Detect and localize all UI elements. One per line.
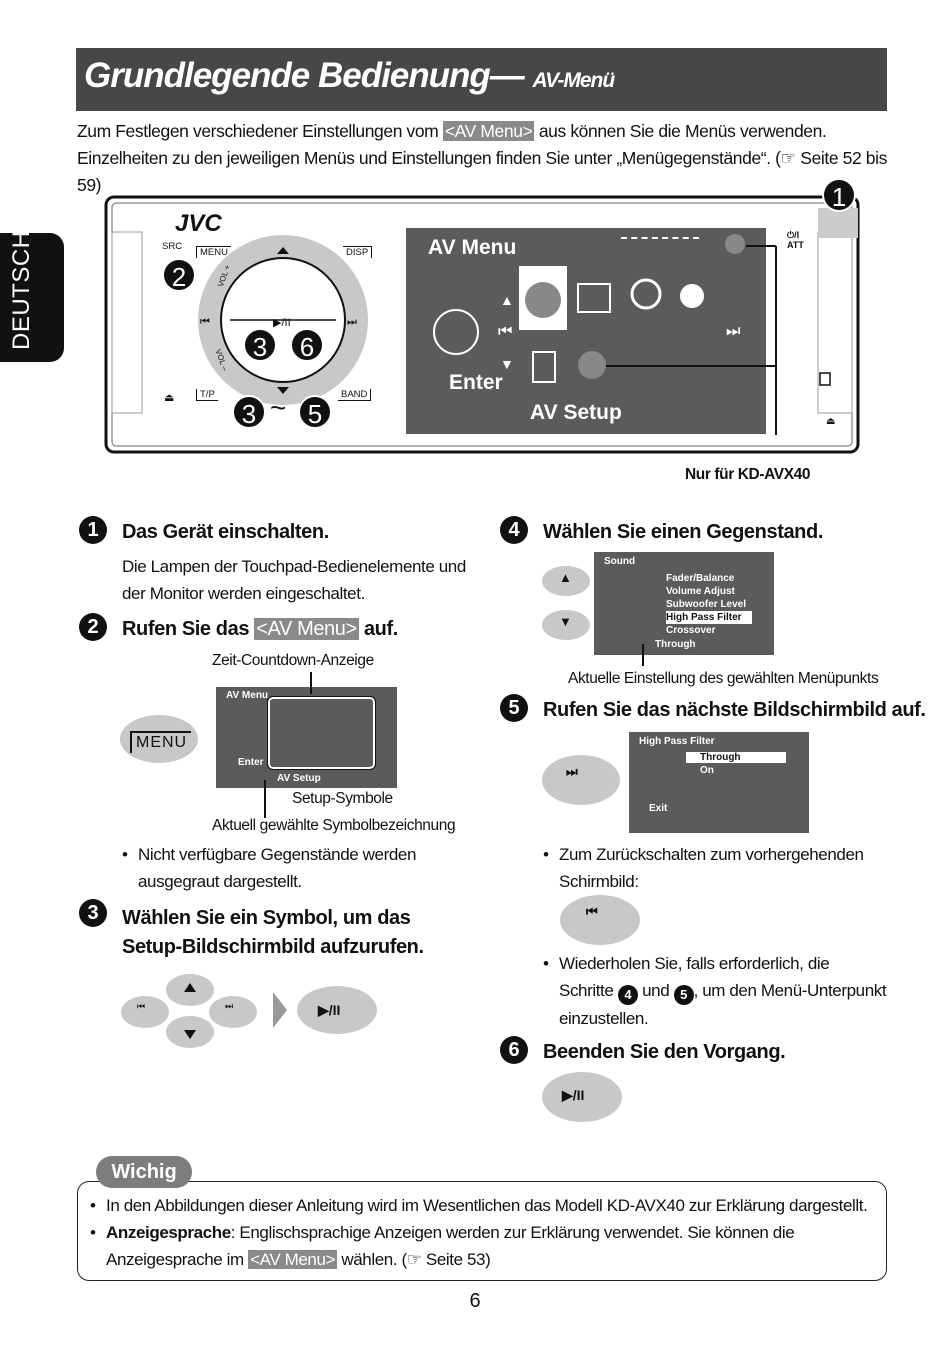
important-note-label: Wichig — [96, 1156, 192, 1188]
language-side-tab — [0, 233, 64, 362]
step-6-play-pause-button — [542, 1072, 622, 1122]
step-5-bullet-2: • Wiederholen Sie, falls erforderlich, d… — [543, 954, 887, 1028]
step-4-number: 4 — [500, 516, 528, 544]
step-2-lcd — [216, 687, 397, 788]
countdown-leader — [310, 672, 312, 694]
intro-paragraph: Zum Festlegen verschiedener Einstellunge… — [77, 118, 897, 199]
important-note-box — [77, 1181, 887, 1281]
step-5-bullet-1: • Zum Zurückschalten zum vorhergehenden … — [543, 845, 864, 891]
step-4-title: Wählen Sie einen Gegenstand. — [543, 521, 823, 543]
up-arrow-icon — [277, 247, 289, 254]
step-2-lcd-enter: Enter — [238, 757, 264, 768]
step-5-next-icon: ⏭ — [566, 764, 578, 779]
step-3-buttons-figure — [121, 974, 377, 1048]
step-4-up-button — [542, 566, 590, 596]
next-icon[interactable]: ⏭ — [347, 316, 357, 328]
step-2-title: Rufen Sie das <AV Menu> auf. — [122, 618, 398, 640]
current-leader — [264, 780, 266, 818]
model-note: Nur für KD-AVX40 — [685, 466, 811, 483]
step-4-down-button — [542, 610, 590, 640]
title-text: Grundlegende Bedienung— — [84, 56, 525, 95]
step-1-text: Die Lampen der Touchpad-Bedienelemente u… — [122, 557, 466, 603]
countdown-bar — [621, 237, 699, 241]
language-label: DEUTSCH — [8, 230, 35, 350]
callout-3a: 3 — [243, 328, 277, 362]
step-2-number: 2 — [79, 613, 107, 641]
step-3-title: Wählen Sie ein Symbol, um das Setup-Bild… — [122, 907, 424, 958]
step-4-lcd-items: Fader/Balance Volume Adjust Subwoofer Le… — [666, 572, 752, 637]
step-3-next-icon: ⏭ — [225, 1001, 234, 1011]
step-5-lcd-exit: Exit — [649, 803, 668, 814]
page-title: Grundlegende Bedienung— AV-Menü — [84, 56, 616, 96]
lcd-title: AV Menu — [428, 236, 517, 259]
down-arrow-icon — [277, 387, 289, 394]
step-4-lcd — [594, 552, 774, 655]
step-5-lcd-option-2: On — [700, 765, 714, 776]
current-symbol-caption: Aktuell gewählte Symbolbezeichnung — [212, 817, 456, 834]
step-6-number: 6 — [500, 1036, 528, 1064]
callout-2: 2 — [162, 258, 196, 292]
step-5-prev-icon: ⏮ — [586, 904, 598, 919]
intro-text-1: Zum Festlegen verschiedener Einstellunge… — [77, 121, 439, 141]
page-number: 6 — [469, 1290, 481, 1312]
step-3-number: 3 — [79, 899, 107, 927]
step-5-lcd-title: High Pass Filter — [639, 736, 715, 747]
lcd-next-icon: ⏭ — [726, 323, 741, 340]
setup-symbols-frame — [267, 696, 376, 770]
lcd-down-icon: ▼ — [500, 356, 514, 372]
lcd-prev-icon: ⏮ — [498, 323, 513, 340]
step-1-number: 1 — [79, 516, 107, 544]
lcd-up-icon: ▲ — [500, 292, 514, 308]
callout-tilde: ~ — [270, 392, 287, 423]
step-4-lcd-title: Sound — [604, 556, 636, 567]
lcd-screen — [406, 228, 766, 434]
intro-highlight: <AV Menu> — [442, 121, 535, 141]
step-5-title: Rufen Sie das nächste Bildschirmbild auf… — [543, 699, 926, 721]
brand-logo: JVC — [175, 210, 222, 237]
step-5-lcd — [629, 732, 809, 833]
step-1-title: Das Gerät einschalten. — [122, 521, 329, 543]
eject-icon[interactable]: ⏏ — [164, 392, 175, 404]
callout-5: 5 — [298, 395, 332, 429]
important-note-text: •In den Abbildungen dieser Anleitung wir… — [90, 1196, 868, 1269]
step-6-title: Beenden Sie den Vorgang. — [543, 1041, 786, 1063]
step-5-next-button — [542, 755, 620, 805]
step-4-caption: Aktuelle Einstellung des gewählten Menüp… — [568, 670, 879, 687]
step-5-number: 5 — [500, 694, 528, 722]
countdown-caption: Zeit-Countdown-Anzeige — [212, 652, 374, 669]
lcd-setup: AV Setup — [530, 401, 622, 424]
intro-text-2: aus können Sie die Menüs verwenden. Einz… — [77, 121, 887, 195]
step-6-play-pause-icon: ▶/II — [562, 1087, 585, 1103]
step-4-up-icon: ▲ — [559, 570, 572, 585]
play-pause-icon[interactable]: ▶/II — [273, 317, 291, 329]
step-5-prev-button — [560, 895, 640, 945]
src-label: SRC — [162, 241, 183, 252]
step-4-down-icon: ▼ — [559, 614, 572, 629]
step-2-lcd-setup: AV Setup — [277, 773, 321, 784]
step-2-lcd-title: AV Menu — [226, 690, 269, 701]
step-4-leader — [642, 644, 644, 666]
disp-button[interactable]: DISP — [343, 246, 373, 258]
step-5-lcd-option-1: Through — [686, 752, 786, 763]
tray-icon: ⏏ — [826, 416, 836, 427]
title-subtitle: AV-Menü — [532, 69, 616, 92]
lcd-enter: Enter — [449, 371, 503, 394]
menu-button-label: MENU — [130, 731, 192, 753]
tp-button[interactable]: T/P — [196, 389, 218, 401]
step-3-prev-icon: ⏮ — [137, 1001, 146, 1011]
callout-1: 1 — [822, 178, 856, 212]
prev-icon[interactable]: ⏮ — [200, 316, 210, 328]
step-3-play-pause-icon: ▶/II — [318, 1002, 341, 1018]
callout-3b: 3 — [232, 395, 266, 429]
menu-button-figure — [120, 715, 198, 763]
band-button[interactable]: BAND — [338, 389, 372, 401]
symbols-caption: Setup-Symbole — [292, 790, 393, 807]
menu-button[interactable]: MENU — [196, 246, 231, 258]
title-bar — [76, 48, 887, 111]
step-2-bullet: • Nicht verfügbare Gegenstände werden au… — [122, 845, 417, 891]
step-4-lcd-current: Through — [655, 639, 696, 650]
callout-6: 6 — [290, 328, 324, 362]
